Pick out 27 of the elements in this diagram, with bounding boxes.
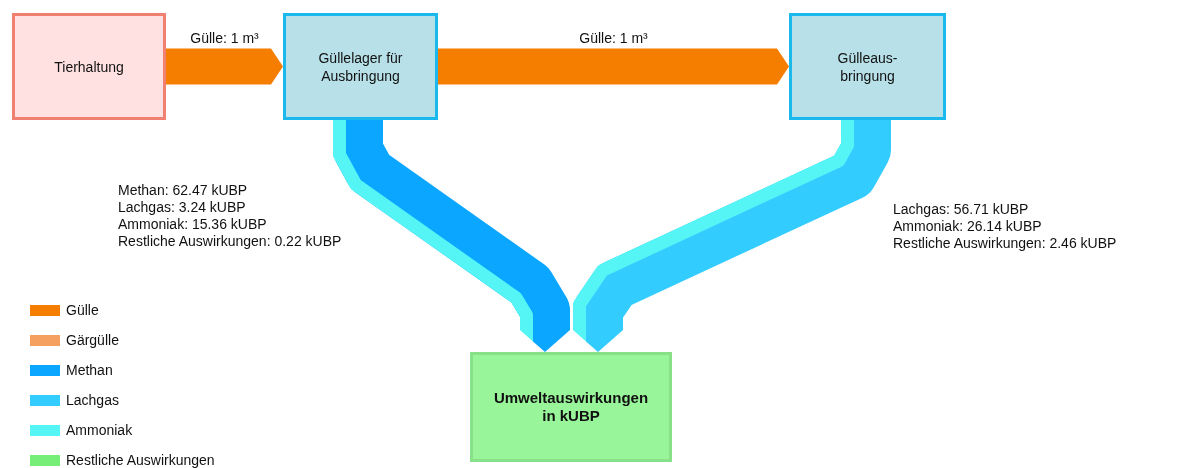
process-box <box>789 13 946 120</box>
node-label: Tierhaltung <box>54 57 124 76</box>
impact-value: Restliche Auswirkungen: 0.22 kUBP <box>118 233 342 250</box>
edge-label: Gülle: 1 m³ <box>189 29 260 47</box>
process-box <box>283 13 438 120</box>
node-label: Umweltauswirkungen in kUBP <box>492 389 650 425</box>
impact-value: Methan: 62.47 kUBP <box>118 182 248 199</box>
impact-value: Ammoniak: 26.14 kUBP <box>893 218 1042 235</box>
flow-band <box>333 120 570 352</box>
legend-label: Gärgülle <box>66 332 119 348</box>
impact-value: Ammoniak: 15.36 kUBP <box>118 216 267 233</box>
legend-label: Methan <box>66 362 113 378</box>
flow-band <box>573 120 891 352</box>
node-label: Gülleaus- bringung <box>836 48 899 85</box>
legend-label: Lachgas <box>66 392 119 408</box>
process-box <box>470 352 672 462</box>
impact-value: Lachgas: 3.24 kUBP <box>118 199 246 216</box>
legend-label: Restliche Auswirkungen <box>66 452 215 468</box>
legend-label: Ammoniak <box>66 422 133 438</box>
impact-value: Lachgas: 56.71 kUBP <box>893 201 1029 218</box>
flow-arrow <box>438 48 789 85</box>
edge-label: Gülle: 1 m³ <box>578 29 649 47</box>
impact-value: Restliche Auswirkungen: 2.46 kUBP <box>893 235 1117 252</box>
node-label: Güllelager für Ausbringung <box>317 48 404 85</box>
flow-arrow <box>166 48 283 85</box>
process-box <box>12 13 166 120</box>
legend-label: Gülle <box>66 302 99 318</box>
